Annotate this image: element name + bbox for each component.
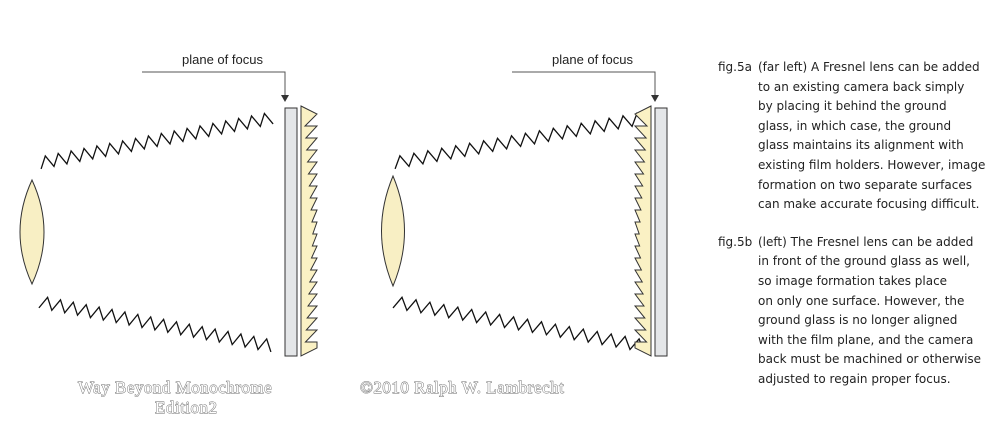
caption-line: (far left) A Fresnel lens can be added [758, 60, 980, 74]
focus-plane-pointer [142, 71, 286, 95]
caption-line: on only one surface. However, the [758, 293, 965, 308]
lower-ray-zigzag [38, 295, 272, 353]
watermark-title: Way Beyond Monochrome [78, 378, 272, 397]
caption-fig-5b: fig.5b (left) The Fresnel lens can be ad… [718, 233, 986, 390]
caption-line: glass maintains its alignment with [758, 138, 964, 153]
lens [381, 174, 405, 288]
fresnel-lens [300, 105, 319, 357]
captions-panel: fig.5a (far left) A Fresnel lens can be … [718, 58, 986, 408]
caption-line: existing film holders. However, image [758, 157, 986, 172]
caption-label: fig.5a [718, 60, 752, 74]
caption-line: adjusted to regain proper focus. [758, 371, 951, 386]
caption-line: in front of the ground glass as well, [758, 254, 970, 269]
caption-line: (left) The Fresnel lens can be added [758, 234, 974, 249]
fresnel-lens [633, 105, 652, 357]
watermark-copyright: ©2010 Ralph W. Lambrecht [360, 378, 564, 397]
upper-ray-zigzag [394, 112, 647, 170]
caption-line: glass, in which case, the ground [758, 118, 952, 133]
caption-fig-5a: fig.5a (far left) A Fresnel lens can be … [718, 58, 986, 215]
plane-of-focus-label: plane of focus [552, 52, 633, 67]
ground-glass [654, 107, 668, 357]
watermark-edition: Edition2 [155, 398, 218, 417]
caption-line: formation on two separate surfaces [758, 177, 972, 192]
caption-line: ground glass is no longer aligned [758, 313, 958, 328]
caption-text: (left) The Fresnel lens can be added in … [758, 233, 981, 390]
arrow-head [281, 95, 289, 102]
caption-line: by placing it behind the ground [758, 99, 947, 114]
caption-line: so image formation takes place [758, 273, 948, 288]
lower-ray-zigzag [392, 296, 645, 353]
ground-glass [284, 107, 298, 357]
caption-line: with the film plane, and the camera [758, 332, 974, 347]
focus-plane-pointer [512, 71, 656, 95]
lens [19, 178, 45, 286]
caption-text: (far left) A Fresnel lens can be added t… [758, 58, 985, 215]
caption-label: fig.5b [718, 234, 753, 249]
arrow-head [651, 95, 659, 102]
caption-line: back must be machined or otherwise [758, 352, 982, 367]
figure-5a-diagram: plane of focus [19, 52, 319, 357]
upper-ray-zigzag [40, 112, 274, 170]
caption-line: to an existing camera back simply [758, 79, 965, 94]
plane-of-focus-label: plane of focus [182, 52, 263, 67]
caption-line: can make accurate focusing difficult. [758, 197, 980, 212]
figure-5b-diagram: plane of focus [381, 52, 668, 357]
